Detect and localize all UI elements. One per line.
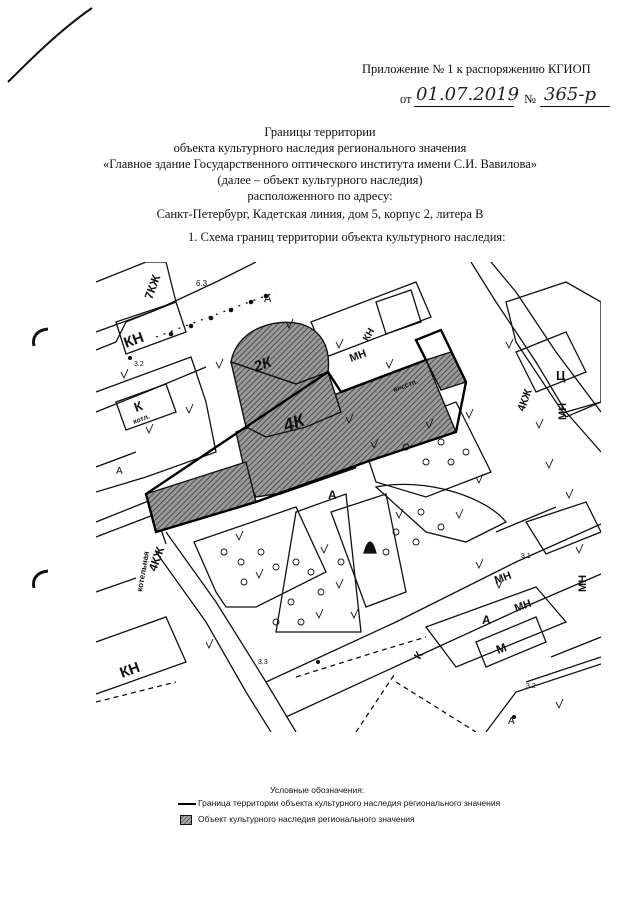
label-mn2: МН	[577, 575, 589, 592]
street-line	[96, 366, 207, 413]
label-kn3: КН	[361, 326, 377, 343]
label-n31: 3.1	[521, 553, 531, 560]
garden-inner	[330, 493, 407, 608]
fence-line	[155, 291, 277, 338]
label-n32a: 3.2	[134, 361, 144, 368]
binder-hole-bottom	[32, 569, 49, 589]
garden-left	[193, 506, 327, 608]
street-line	[96, 262, 257, 333]
dashed-line	[395, 681, 477, 732]
label-m: М	[494, 640, 508, 657]
title-line-3: «Главное здание Государственного оптичес…	[102, 157, 538, 171]
label-a1: А	[264, 293, 272, 305]
hatch-swatch	[180, 815, 192, 825]
label-4kzh-left: 4КЖ	[146, 545, 168, 573]
garden-lower-right	[374, 483, 508, 543]
label-2k: 2К	[251, 353, 276, 376]
appendix-header: Приложение № 1 к распоряжению КГИОП	[362, 62, 591, 76]
territory-boundary	[144, 328, 468, 534]
legend-boundary-text: Граница территории объекта культурного н…	[198, 798, 501, 808]
binder-hole-top	[32, 327, 49, 347]
label-n63: 6.3	[196, 279, 208, 288]
label-k-right: К	[412, 649, 426, 661]
label-c: Ц	[556, 368, 566, 383]
label-kotelnaya: котельная	[135, 550, 151, 592]
boundary-line-swatch	[178, 803, 196, 805]
title-line-5: расположенного по адресу:	[247, 189, 393, 203]
title-line-1: Границы территории	[264, 125, 376, 139]
label-kn2: КН	[118, 659, 143, 682]
legend-object-text: Объект культурного наследия региональног…	[198, 814, 415, 824]
legend-boundary-item: Граница территории объекта культурного н…	[178, 798, 618, 812]
label-mn4: МН	[557, 403, 569, 420]
street-line	[155, 551, 272, 732]
street-line	[285, 573, 601, 718]
street-dots	[128, 293, 516, 719]
street-line	[490, 262, 601, 413]
label-kn1: КН	[122, 329, 147, 352]
street-line	[265, 523, 601, 683]
label-a3: А	[482, 613, 491, 627]
dashed-line	[295, 636, 427, 678]
number-prefix: №	[524, 92, 536, 106]
label-7kzh: 7КЖ	[142, 273, 164, 301]
label-mn1: МН	[348, 348, 368, 365]
date-number-line: от 01.07.2019 № 365-р	[400, 84, 640, 110]
garden-tri	[275, 493, 362, 633]
grass-markers	[120, 318, 584, 710]
street-line	[96, 451, 137, 468]
tree-markers	[220, 438, 470, 626]
label-mn5: МН	[513, 598, 533, 615]
street-line	[165, 531, 297, 732]
title-line-6: Санкт-Петербург, Кадетская линия, дом 5,…	[156, 207, 484, 221]
document-title: Границы территории объекта культурного н…	[0, 124, 640, 222]
site-plan-map: КН К котл. 2К 4К внсстп. А А А А А МН МН…	[96, 262, 601, 732]
label-a4: А	[116, 466, 123, 477]
street-line	[470, 262, 601, 453]
label-a2: А	[328, 488, 337, 502]
bell-symbol	[363, 541, 377, 554]
label-k-kot: К	[132, 398, 145, 415]
label-n32b: 3.2	[526, 683, 536, 690]
dashed-line	[96, 681, 177, 703]
label-n33: 3.3	[258, 659, 268, 666]
label-4kzh: 4КЖ	[516, 387, 535, 413]
label-mn3: МН	[493, 570, 513, 587]
number-value: 365-р	[544, 84, 596, 105]
legend-title: Условные обозначения:	[270, 785, 365, 795]
dashed-line	[355, 671, 397, 732]
section-heading: 1. Схема границ территории объекта культ…	[188, 230, 506, 244]
legend-object-item: Объект культурного наследия региональног…	[178, 814, 618, 828]
date-prefix: от	[400, 92, 412, 106]
label-a5: А	[508, 716, 515, 727]
pen-stroke-mark	[7, 7, 93, 83]
title-line-4: (далее – объект культурного наследия)	[217, 173, 423, 187]
title-line-2: объекта культурного наследия регионально…	[173, 141, 467, 155]
date-value: 01.07.2019	[416, 84, 520, 105]
